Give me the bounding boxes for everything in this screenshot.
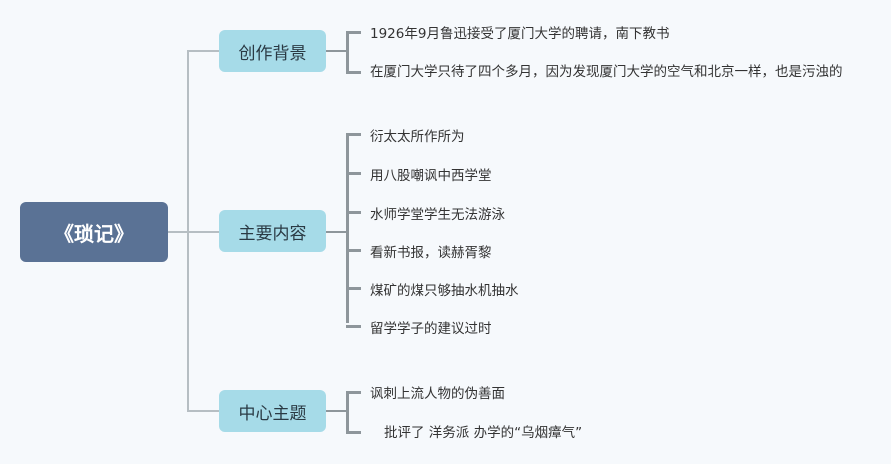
leaf-item[interactable]: 衍太太所作所为: [370, 129, 465, 145]
leaf-item[interactable]: 批评了 洋务派 办学的“乌烟瘴气”: [384, 425, 583, 441]
branch-background[interactable]: 创作背景: [219, 30, 326, 72]
connector: [187, 50, 219, 52]
leaf-item[interactable]: 煤矿的煤只够抽水机抽水: [370, 283, 519, 299]
bracket: [346, 134, 361, 323]
connector: [187, 231, 219, 233]
tick: [346, 325, 361, 328]
leaf-item[interactable]: 讽刺上流人物的伪善面: [370, 386, 505, 402]
bracket: [346, 31, 361, 74]
leaf-item[interactable]: 用八股嘲讽中西学堂: [370, 168, 492, 184]
bracket: [346, 391, 361, 434]
branch-main-content[interactable]: 主要内容: [219, 210, 326, 252]
connector: [168, 231, 188, 233]
leaf-item[interactable]: 1926年9月鲁迅接受了厦门大学的聘请，南下教书: [370, 26, 670, 42]
tick: [346, 133, 361, 136]
tick: [346, 211, 361, 214]
connector: [326, 410, 348, 412]
connector: [326, 50, 348, 52]
connector: [326, 231, 348, 233]
leaf-item[interactable]: 水师学堂学生无法游泳: [370, 207, 505, 223]
tick: [346, 172, 361, 175]
root-node[interactable]: 《琐记》: [20, 202, 168, 262]
leaf-item[interactable]: 看新书报，读赫胥黎: [370, 245, 492, 261]
branch-theme[interactable]: 中心主题: [219, 390, 326, 432]
connector: [187, 410, 219, 412]
leaf-item[interactable]: 在厦门大学只待了四个多月，因为发现厦门大学的空气和北京一样，也是污浊的: [370, 64, 843, 80]
tick: [346, 287, 361, 290]
tick: [346, 249, 361, 252]
leaf-item[interactable]: 留学学子的建议过时: [370, 321, 492, 337]
